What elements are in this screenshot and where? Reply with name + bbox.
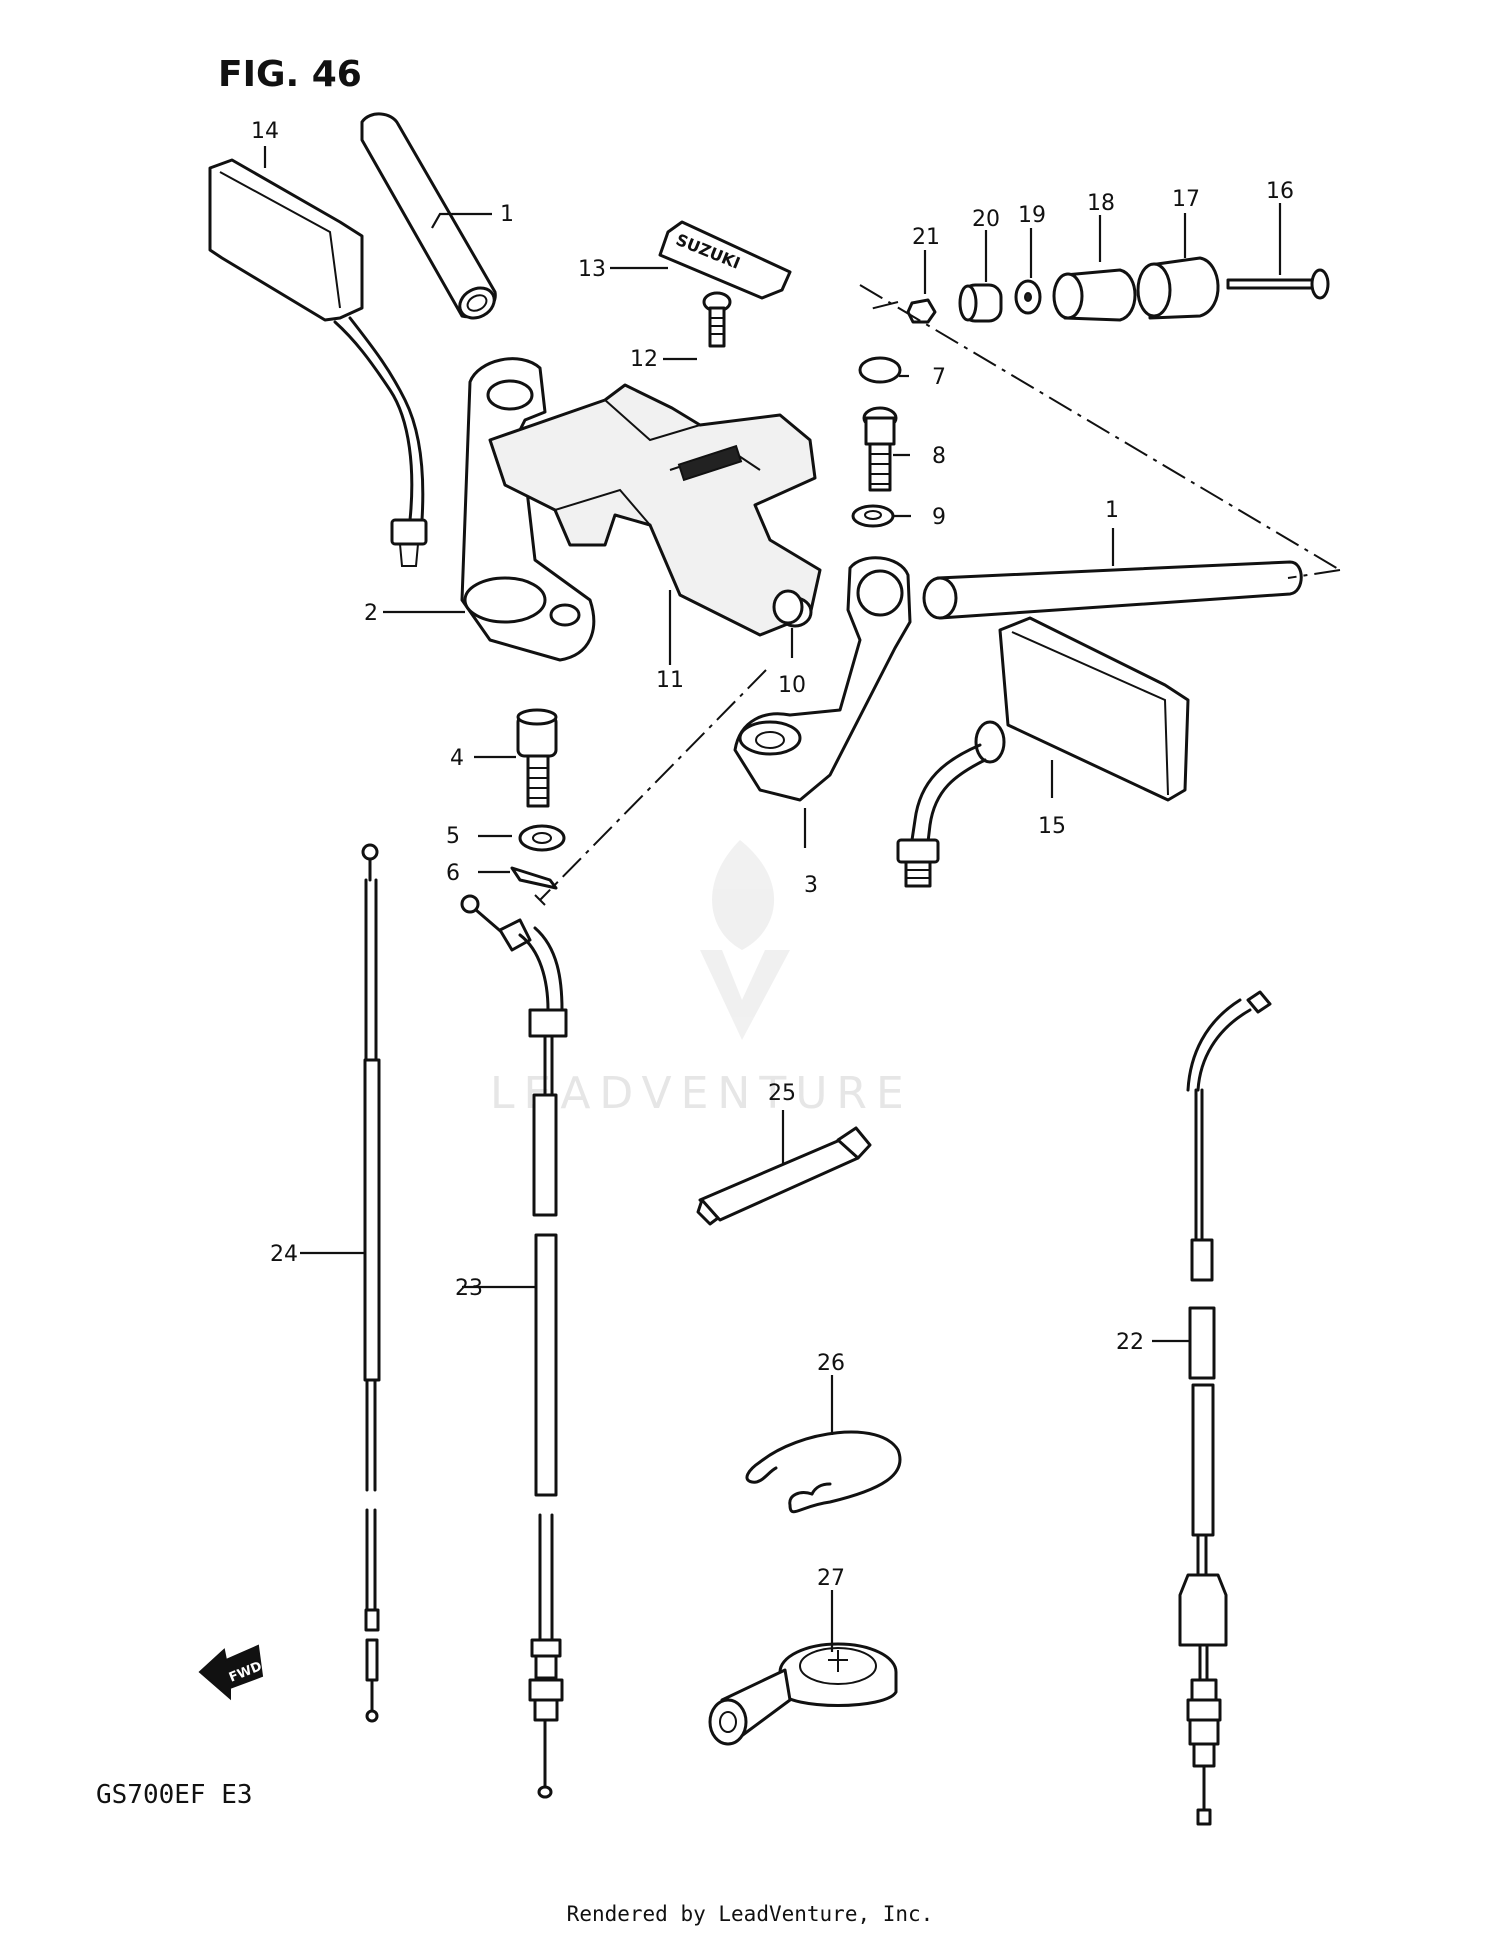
callout-27: 27 bbox=[817, 1566, 845, 1591]
callout-2: 2 bbox=[364, 601, 378, 626]
callout-9: 9 bbox=[932, 505, 946, 530]
part-13-emblem[interactable]: SUZUKI bbox=[658, 220, 792, 300]
part-1-right-grip-tube[interactable] bbox=[922, 560, 1303, 620]
callout-labels: 1 1 2 3 4 5 6 7 8 9 10 11 12 13 14 15 16… bbox=[251, 119, 1294, 1591]
part-6-clip[interactable] bbox=[510, 866, 558, 890]
fwd-arrow-icon: FWD bbox=[198, 1644, 264, 1701]
part-20-spacer[interactable] bbox=[958, 283, 1003, 323]
part-9-washer[interactable] bbox=[851, 504, 895, 528]
part-2-left-handlebar-bracket[interactable] bbox=[460, 357, 596, 662]
callout-20: 20 bbox=[972, 207, 1000, 232]
watermark-text: LEADVENTURE bbox=[490, 1068, 913, 1119]
part-4-bolt[interactable] bbox=[516, 708, 558, 808]
callout-24: 24 bbox=[270, 1242, 298, 1267]
part-14-left-mirror[interactable] bbox=[208, 158, 428, 567]
callout-17: 17 bbox=[1172, 187, 1200, 212]
watermark-logo bbox=[700, 840, 790, 1040]
leader-lines bbox=[263, 146, 1282, 1652]
callout-14: 14 bbox=[251, 119, 279, 144]
model-code: GS700EF E3 bbox=[96, 1780, 253, 1810]
part-12-screw[interactable] bbox=[702, 291, 732, 348]
part-25-strap[interactable] bbox=[696, 1126, 872, 1226]
part-10-plug[interactable] bbox=[772, 589, 804, 625]
callout-4: 4 bbox=[450, 746, 464, 771]
part-27-cable-junction[interactable] bbox=[708, 1642, 898, 1746]
part-1-upper-grip-tube[interactable] bbox=[360, 112, 499, 324]
part-5-lock-washer[interactable] bbox=[518, 824, 566, 852]
callout-18: 18 bbox=[1087, 191, 1115, 216]
callout-21: 21 bbox=[912, 225, 940, 250]
part-22-cable[interactable] bbox=[1178, 990, 1272, 1826]
callout-15: 15 bbox=[1038, 814, 1066, 839]
callout-5: 5 bbox=[446, 824, 460, 849]
part-7-cap[interactable] bbox=[858, 356, 902, 384]
callout-13: 13 bbox=[578, 257, 606, 282]
callout-12: 12 bbox=[630, 347, 658, 372]
part-15-right-mirror[interactable] bbox=[896, 616, 1190, 888]
callout-26: 26 bbox=[817, 1351, 845, 1376]
callout-1-upper: 1 bbox=[500, 202, 514, 227]
assembly-dashdot-lines bbox=[534, 284, 1341, 906]
part-26-wire-clamp[interactable] bbox=[745, 1430, 902, 1514]
callout-11: 11 bbox=[656, 668, 684, 693]
footer-credit: Rendered by LeadVenture, Inc. bbox=[566, 1902, 934, 1926]
callout-16: 16 bbox=[1266, 179, 1294, 204]
callout-19: 19 bbox=[1018, 203, 1046, 228]
callout-25: 25 bbox=[768, 1081, 796, 1106]
figure-title: FIG. 46 bbox=[218, 54, 362, 95]
part-19-washer[interactable] bbox=[1014, 279, 1042, 315]
part-21-nut[interactable] bbox=[906, 298, 937, 324]
part-24-cable[interactable] bbox=[361, 843, 381, 1723]
callout-23: 23 bbox=[455, 1276, 483, 1301]
part-23-cable[interactable] bbox=[460, 894, 568, 1799]
part-17-end-cap[interactable] bbox=[1136, 256, 1220, 320]
part-8-bolt[interactable] bbox=[862, 406, 898, 492]
callout-3: 3 bbox=[804, 873, 818, 898]
callout-6: 6 bbox=[446, 861, 460, 886]
callout-7: 7 bbox=[932, 365, 946, 390]
callout-10: 10 bbox=[778, 673, 806, 698]
part-3-right-handlebar-bracket[interactable] bbox=[733, 556, 912, 802]
callout-1-right: 1 bbox=[1105, 498, 1119, 523]
callout-8: 8 bbox=[932, 444, 946, 469]
part-18-weight[interactable] bbox=[1052, 268, 1137, 322]
part-16-bolt[interactable] bbox=[1226, 268, 1330, 300]
callout-22: 22 bbox=[1116, 1330, 1144, 1355]
